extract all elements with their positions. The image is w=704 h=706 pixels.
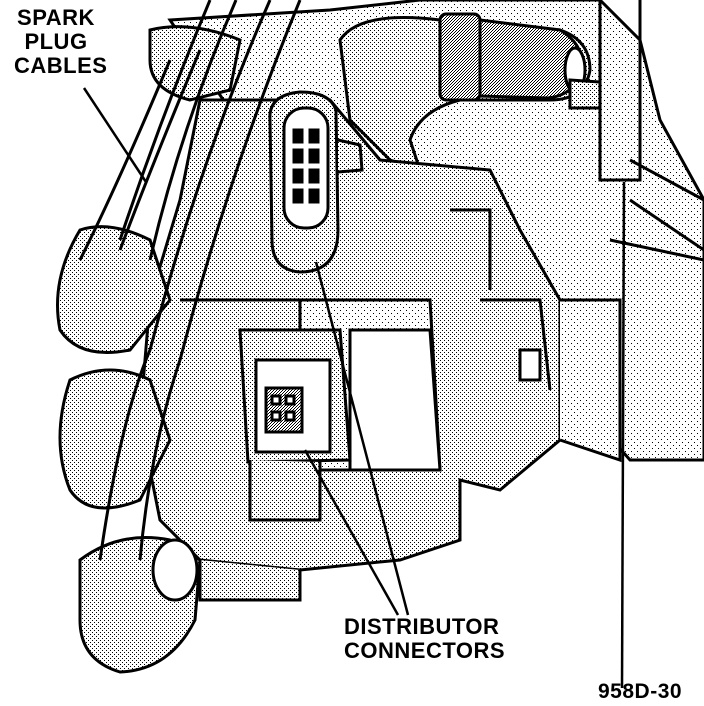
spark-plug-cables	[78, 0, 302, 561]
distributor-leader-upper	[314, 261, 410, 616]
spark-plug-leader	[82, 87, 148, 183]
lower-distributor-connector	[238, 328, 352, 522]
distributor-leader-lower	[303, 449, 400, 616]
hose	[338, 12, 602, 173]
spark-plug-label-line1: SPARK	[17, 5, 95, 30]
distributor-label-line1: DISTRIBUTOR	[344, 614, 500, 639]
spark-plug-label-line3: CABLES	[14, 53, 108, 78]
leader-lines	[82, 87, 626, 689]
distributor-connectors-label: DISTRIBUTOR CONNECTORS	[344, 614, 506, 663]
upper-distributor-connector	[268, 90, 364, 274]
spark-plug-label-line2: PLUG	[24, 29, 88, 54]
figure-code-leader	[620, 181, 626, 689]
spark-plug-cable-boots	[56, 25, 242, 674]
spark-plug-cables-label: SPARK PLUG CABLES	[14, 5, 108, 78]
distributor-label-line2: CONNECTORS	[344, 638, 506, 663]
figure-code: 958D-30	[598, 680, 683, 703]
